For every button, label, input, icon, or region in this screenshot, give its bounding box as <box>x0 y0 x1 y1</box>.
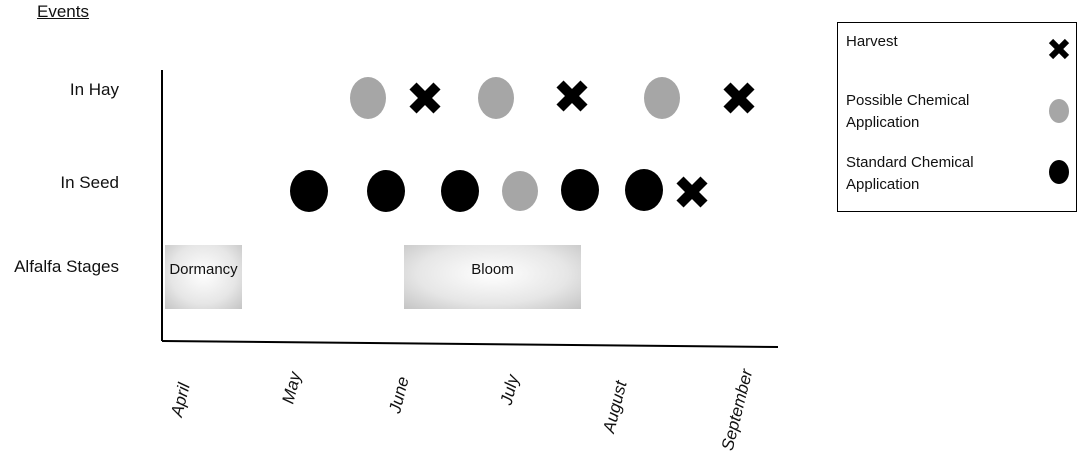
month-label-june: June <box>385 374 413 416</box>
seed-possible-chemical-application-1 <box>502 171 538 211</box>
seed-harvest-1 <box>676 176 708 208</box>
seed-standard-chemical-application-3 <box>441 170 479 212</box>
month-label-september: September <box>717 367 757 453</box>
stage-dormancy: Dormancy <box>165 245 242 309</box>
stage-dormancy-label: Dormancy <box>169 261 238 278</box>
legend-standard-chemical-icon <box>1049 160 1069 184</box>
hay-possible-chemical-application-1 <box>350 77 386 119</box>
legend: Harvest Possible Chemical Application St… <box>837 22 1077 212</box>
row-label-in-seed: In Seed <box>60 173 119 192</box>
legend-possible-chemical-icon <box>1049 99 1069 123</box>
hay-harvest-2 <box>556 80 588 112</box>
legend-standard-chemical-label: Standard Chemical Application <box>846 154 974 193</box>
month-label-july: July <box>496 372 523 407</box>
seed-standard-chemical-application-4 <box>561 169 599 211</box>
legend-harvest-label: Harvest <box>846 33 898 50</box>
events-title: Events <box>37 2 89 21</box>
hay-possible-chemical-application-2 <box>478 77 514 119</box>
legend-possible-chemical-label: Possible Chemical Application <box>846 92 970 131</box>
month-label-april: April <box>167 381 194 419</box>
row-label-alfalfa-stages: Alfalfa Stages <box>14 257 119 276</box>
legend-harvest-icon <box>1048 38 1070 60</box>
seed-standard-chemical-application-2 <box>367 170 405 212</box>
x-axis <box>161 340 779 348</box>
stage-bloom: Bloom <box>404 245 581 309</box>
month-label-august: August <box>599 378 631 435</box>
seed-standard-chemical-application-1 <box>290 170 328 212</box>
seed-standard-chemical-application-5 <box>625 169 663 211</box>
stage-bloom-label: Bloom <box>471 261 514 278</box>
hay-possible-chemical-application-3 <box>644 77 680 119</box>
row-label-in-hay: In Hay <box>69 80 119 99</box>
hay-harvest-1 <box>409 82 441 114</box>
hay-harvest-3 <box>723 82 755 114</box>
month-label-may: May <box>278 369 305 406</box>
